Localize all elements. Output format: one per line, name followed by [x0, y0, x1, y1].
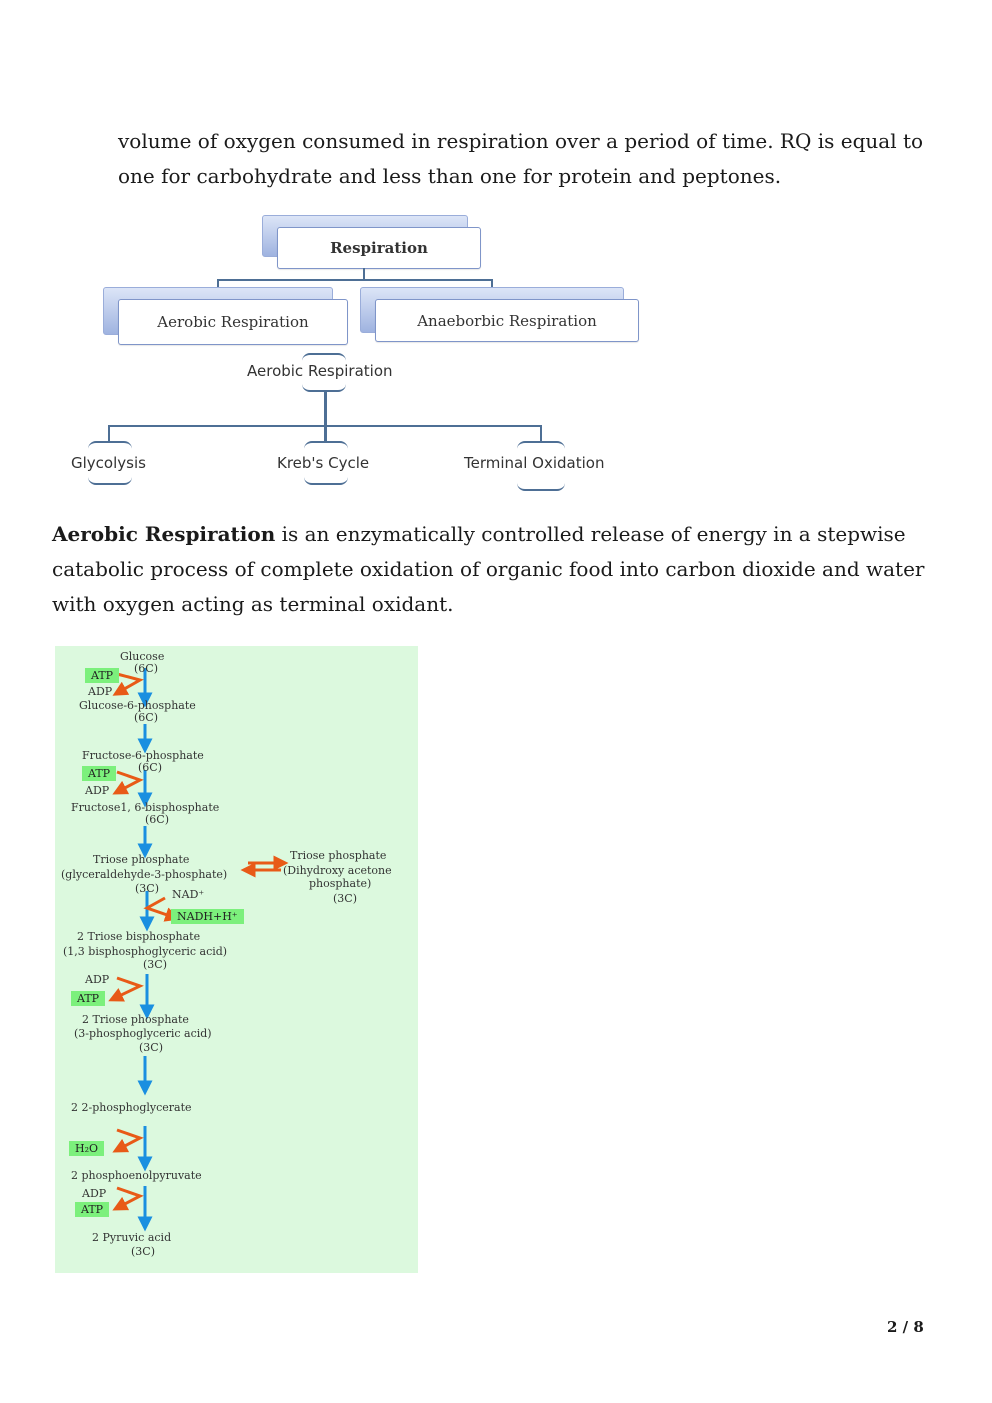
triose-label: Triose phosphate	[93, 853, 190, 866]
h2o-tag: H₂O	[69, 1141, 105, 1156]
tree-subtitle: Aerobic Respiration	[247, 362, 393, 380]
glycolysis-pathway-figure: Glucose (6C) ATP ADP Glucose-6-phosphate…	[55, 646, 418, 1273]
atp-tag-1: ATP	[85, 668, 120, 683]
bpg-label: (1,3 bisphosphoglyceric acid)	[63, 945, 228, 958]
tree-aerobic-box: Aerobic Respiration	[118, 299, 348, 345]
atp-tag-2: ATP	[82, 766, 117, 781]
f6p-label: Fructose-6-phosphate	[82, 749, 204, 762]
tree-anaerobic-label: Anaeborbic Respiration	[417, 311, 597, 330]
nad-label: NAD⁺	[172, 888, 205, 901]
f16bp-label: Fructose1, 6-bisphosphate	[71, 801, 220, 814]
intro-paragraph: volume of oxygen consumed in respiration…	[118, 129, 924, 188]
adp-label-4: ADP	[82, 1187, 107, 1200]
pga-label: (3-phosphoglyceric acid)	[74, 1027, 212, 1040]
pg2-label: 2 2-phosphoglycerate	[71, 1101, 192, 1114]
dhap-carbon: (3C)	[333, 892, 357, 905]
tree-root-box: Respiration	[277, 227, 481, 269]
dhap-label-2: phosphate)	[309, 877, 372, 890]
atp-tag-3: ATP	[71, 991, 106, 1006]
glucose-label: Glucose	[120, 650, 165, 663]
glucose-carbon: (6C)	[134, 662, 158, 675]
tp2-label: 2 Triose phosphate	[82, 1013, 189, 1026]
aerobic-definition: is an enzymatically controlled release o…	[52, 522, 925, 616]
tree-root-label: Respiration	[330, 239, 428, 257]
gap-label: (glyceraldehyde-3-phosphate)	[61, 868, 228, 881]
tbp-label: 2 Triose bisphosphate	[77, 930, 201, 943]
aerobic-paragraph: Aerobic Respiration is an enzymatically …	[52, 517, 952, 622]
pga-carbon: (3C)	[139, 1041, 163, 1054]
pyr-label: 2 Pyruvic acid	[92, 1231, 172, 1244]
glycolysis-arrows	[108, 668, 289, 1232]
gap-carbon: (3C)	[135, 882, 159, 895]
aerobic-term: Aerobic Respiration	[52, 522, 276, 546]
tree-branch-terminal: Terminal Oxidation	[464, 454, 605, 472]
f6p-carbon: (6C)	[138, 761, 162, 774]
pyr-carbon: (3C)	[131, 1245, 155, 1258]
f16bp-carbon: (6C)	[145, 813, 169, 826]
tree-anaerobic-box: Anaeborbic Respiration	[375, 299, 639, 342]
tree-branch-krebs: Kreb's Cycle	[277, 454, 370, 472]
page-number: 2 / 8	[887, 1318, 924, 1336]
dhap-triose-label: Triose phosphate	[290, 849, 387, 862]
g6p-label: Glucose-6-phosphate	[79, 699, 196, 712]
tree-branch-glycolysis: Glycolysis	[71, 454, 146, 472]
tree-aerobic-label: Aerobic Respiration	[157, 313, 309, 331]
bpg-carbon: (3C)	[143, 958, 167, 971]
dhap-label-1: (Dihydroxy acetone	[283, 864, 392, 877]
nadh-tag: NADH+H⁺	[171, 909, 244, 924]
pep-label: 2 phosphoenolpyruvate	[71, 1169, 202, 1182]
g6p-carbon: (6C)	[134, 711, 158, 724]
respiration-tree-diagram: Respiration Aerobic Respiration Anaeborb…	[50, 205, 650, 505]
adp-label-2: ADP	[85, 784, 110, 797]
atp-tag-4: ATP	[75, 1202, 110, 1217]
adp-label-1: ADP	[88, 685, 113, 698]
adp-label-3: ADP	[85, 973, 110, 986]
